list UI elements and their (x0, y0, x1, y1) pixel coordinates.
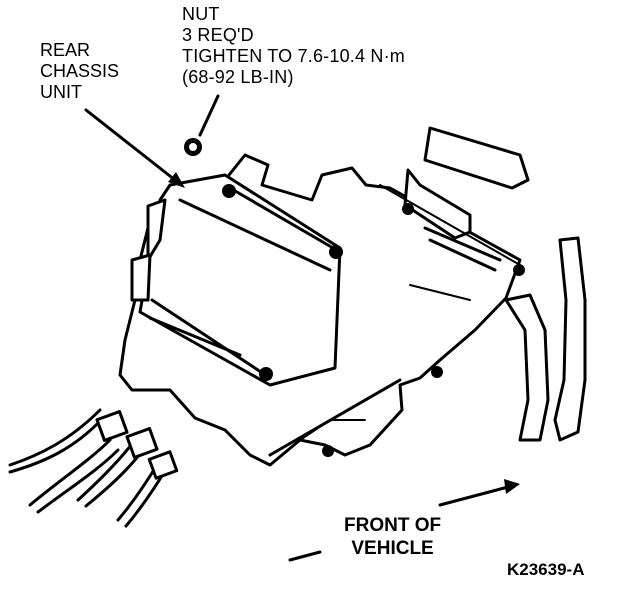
nut-leader (198, 94, 220, 137)
rear-callout-line-2: CHASSIS (40, 61, 120, 81)
rear-chassis-leader (84, 108, 177, 182)
leader-lines (84, 94, 520, 562)
bracket-bolt-lower (322, 445, 334, 457)
front-arrow-tail (288, 550, 322, 562)
front-callout-line-1: FRONT OF (344, 515, 442, 536)
front-of-vehicle-callout: FRONT OF VEHICLE (344, 514, 441, 560)
nut-lower (259, 367, 273, 381)
seat-rail-pieces (379, 126, 530, 301)
nut-callout-line-1: NUT (182, 4, 220, 24)
nut-callout-line-4: (68-92 LB-IN) (182, 67, 294, 87)
rear-chassis-unit-callout: REAR CHASSIS UNIT (40, 40, 119, 103)
rear-callout-line-1: REAR (40, 40, 91, 60)
figure-id: K23639-A (507, 560, 585, 579)
front-callout-line-2: VEHICLE (351, 538, 434, 559)
curved-trim-piece (504, 236, 587, 442)
nut-upper-right (329, 245, 343, 259)
nut-callout-line-2: 3 REQ'D (182, 25, 254, 45)
rear-callout-line-3: UNIT (40, 82, 82, 102)
nut-upper-left (222, 184, 236, 198)
rear-chassis-unit-module (130, 173, 342, 387)
rail-bolt-2 (513, 264, 525, 276)
nut-callout: NUT 3 REQ'D TIGHTEN TO 7.6-10.4 N·m (68-… (182, 4, 405, 88)
connector-2 (125, 427, 159, 459)
front-arrowhead (504, 479, 520, 494)
rear-chassis-arrowhead (168, 172, 185, 188)
nut-fasteners (184, 138, 525, 457)
connector-3 (147, 450, 179, 480)
bracket-bolt (431, 366, 443, 378)
connector-1 (95, 410, 129, 442)
nut-callout-line-3: TIGHTEN TO 7.6-10.4 N·m (182, 46, 405, 66)
rail-bolt-1 (402, 203, 414, 215)
front-arrow-shaft (438, 485, 510, 507)
wiring-harness (8, 408, 179, 528)
